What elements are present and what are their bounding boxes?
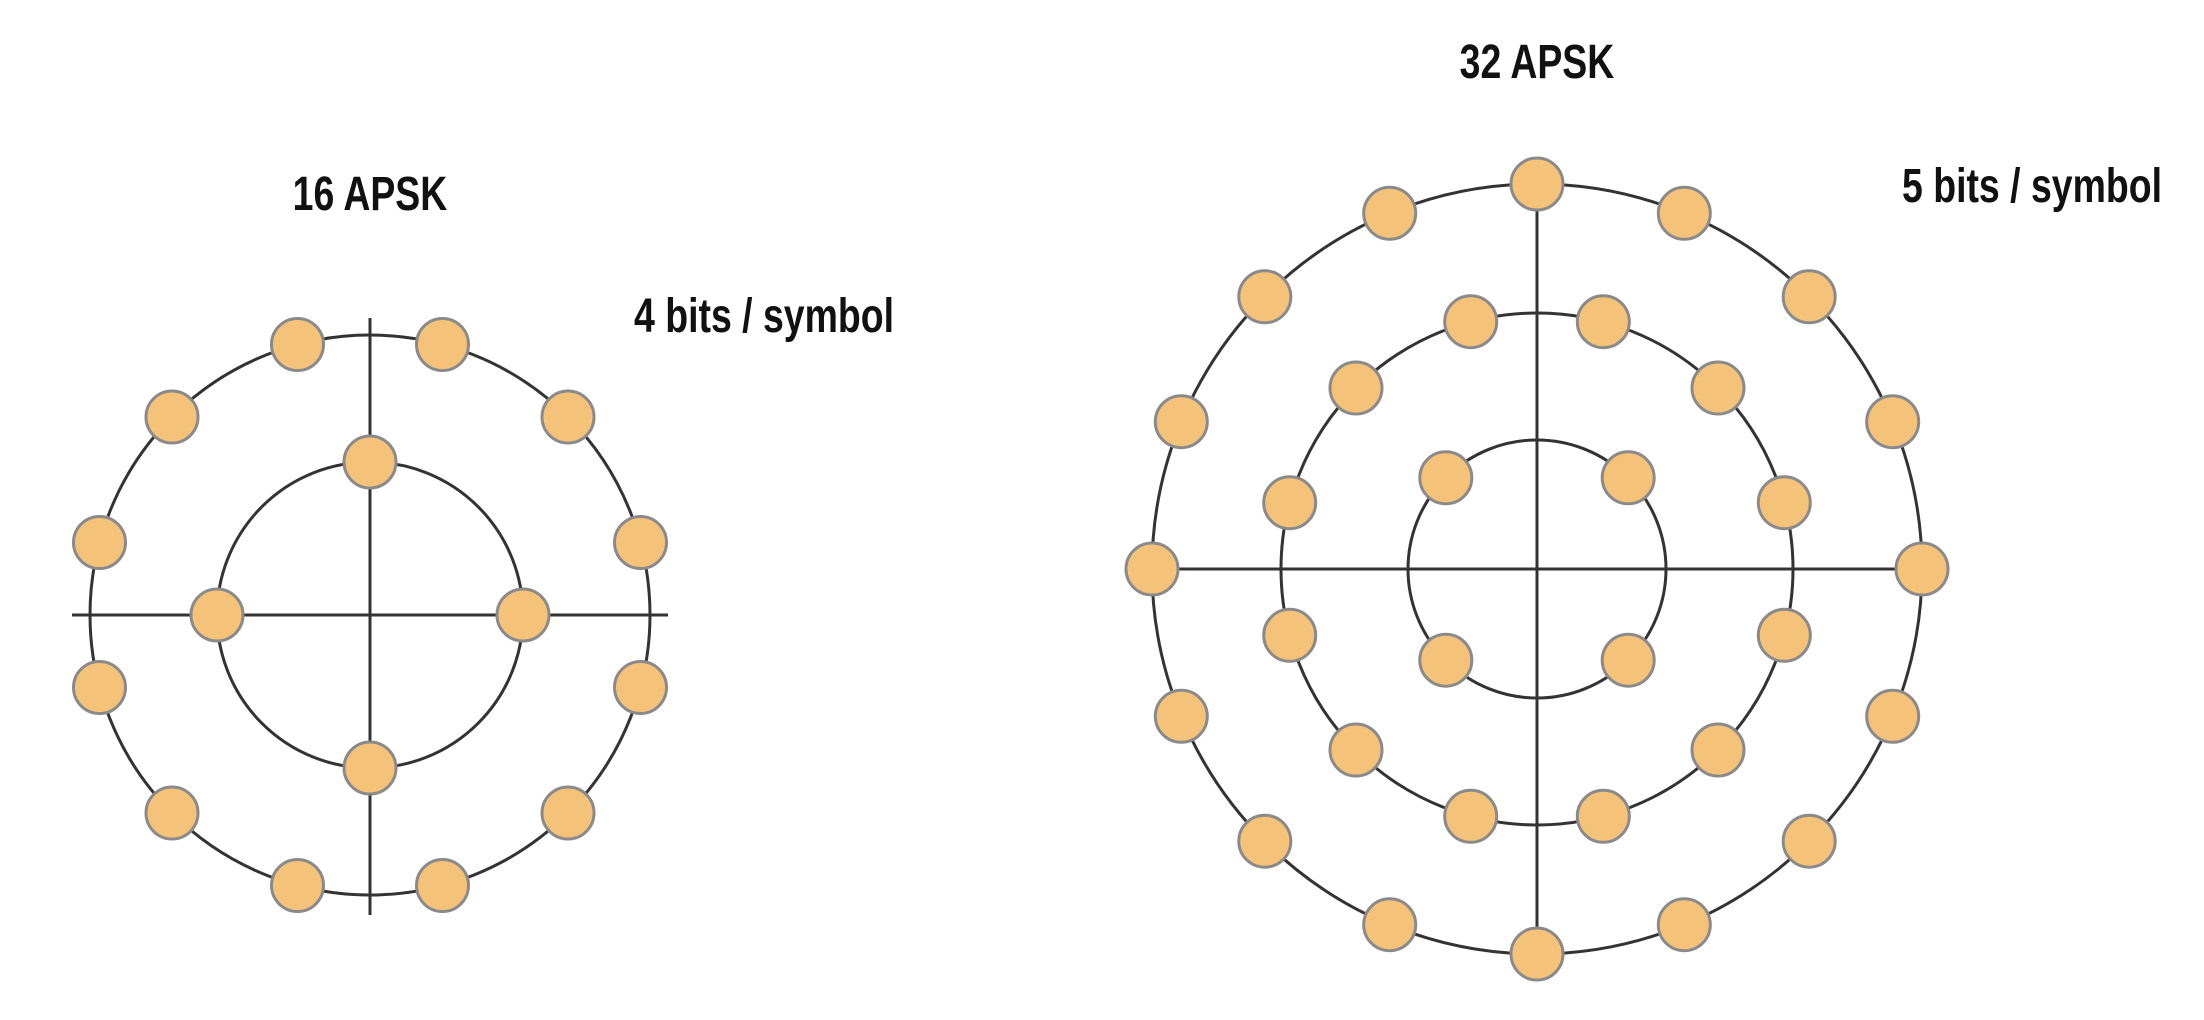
apsk16-diagram: 16 APSK 4 bits / symbol xyxy=(72,168,894,915)
apsk32-title: 32 APSK xyxy=(1460,36,1615,90)
apsk32-ring3-symbol-point xyxy=(1237,813,1293,869)
apsk32-ring2-symbol-point xyxy=(1328,360,1384,416)
apsk32-ring3-symbol-point xyxy=(1362,185,1418,241)
apsk16-ring2-symbol-point xyxy=(144,389,200,445)
apsk32-ring1-symbol-point xyxy=(1418,632,1474,688)
apsk32-ring3-symbol-point xyxy=(1237,269,1293,325)
apsk16-points xyxy=(72,317,668,913)
apsk16-ring2-symbol-point xyxy=(613,660,668,715)
apsk32-ring3-symbol-point xyxy=(1656,897,1712,953)
apsk32-middle-ring xyxy=(1279,311,1795,827)
apsk32-bits-label: 5 bits / symbol xyxy=(1902,160,2162,214)
apsk32-ring3-symbol-point xyxy=(1894,541,1950,597)
apsk32-ring3-symbol-point xyxy=(1656,185,1712,241)
apsk32-diagram: 32 APSK 5 bits / symbol xyxy=(1124,36,2162,982)
apsk32-ring2-symbol-point xyxy=(1443,294,1499,350)
apsk32-inner-ring xyxy=(1406,438,1668,700)
apsk32-ring2-symbol-point xyxy=(1262,607,1318,663)
apsk32-ring3-symbol-point xyxy=(1865,394,1921,450)
apsk16-ring1-symbol-point xyxy=(189,587,245,643)
apsk32-ring3-symbol-point xyxy=(1362,897,1418,953)
apsk16-ring2-symbol-point xyxy=(415,317,470,372)
apsk32-ring1-symbol-point xyxy=(1418,450,1474,506)
apsk16-ring1-symbol-point xyxy=(495,587,551,643)
apsk16-ring2-symbol-point xyxy=(72,660,127,715)
apsk16-ring2-symbol-point xyxy=(270,317,325,372)
apsk32-ring3-symbol-point xyxy=(1509,926,1565,982)
apsk32-ring2-symbol-point xyxy=(1690,360,1746,416)
apsk32-ring1-symbol-point xyxy=(1600,632,1656,688)
apsk32-ring3-symbol-point xyxy=(1865,688,1921,744)
apsk16-ring2-symbol-point xyxy=(415,858,470,913)
apsk16-bits-label: 4 bits / symbol xyxy=(634,290,894,344)
apsk32-ring3-symbol-point xyxy=(1153,688,1209,744)
apsk32-ring2-symbol-point xyxy=(1443,788,1499,844)
apsk32-ring2-symbol-point xyxy=(1756,607,1812,663)
apsk32-ring2-symbol-point xyxy=(1756,475,1812,531)
apsk16-ring1-symbol-point xyxy=(342,434,398,490)
apsk16-ring2-symbol-point xyxy=(72,515,127,570)
apsk32-ring2-symbol-point xyxy=(1262,475,1318,531)
apsk32-ring3-symbol-point xyxy=(1153,394,1209,450)
apsk16-outer-ring xyxy=(88,333,652,897)
apsk32-ring2-symbol-point xyxy=(1328,722,1384,778)
apsk16-title: 16 APSK xyxy=(293,168,448,222)
apsk32-ring2-symbol-point xyxy=(1575,294,1631,350)
apsk32-ring3-symbol-point xyxy=(1509,156,1565,212)
apsk16-ring2-symbol-point xyxy=(613,515,668,570)
apsk16-ring2-symbol-point xyxy=(144,785,200,841)
apsk32-ring2-symbol-point xyxy=(1690,722,1746,778)
apsk32-ring3-symbol-point xyxy=(1781,269,1837,325)
apsk32-ring1-symbol-point xyxy=(1600,450,1656,506)
apsk16-ring2-symbol-point xyxy=(270,858,325,913)
apsk32-ring2-symbol-point xyxy=(1575,788,1631,844)
apsk16-ring1-symbol-point xyxy=(342,740,398,796)
apsk32-points xyxy=(1124,156,1950,982)
apsk16-ring2-symbol-point xyxy=(540,785,596,841)
apsk16-ring2-symbol-point xyxy=(540,389,596,445)
apsk32-ring3-symbol-point xyxy=(1124,541,1180,597)
apsk32-ring3-symbol-point xyxy=(1781,813,1837,869)
